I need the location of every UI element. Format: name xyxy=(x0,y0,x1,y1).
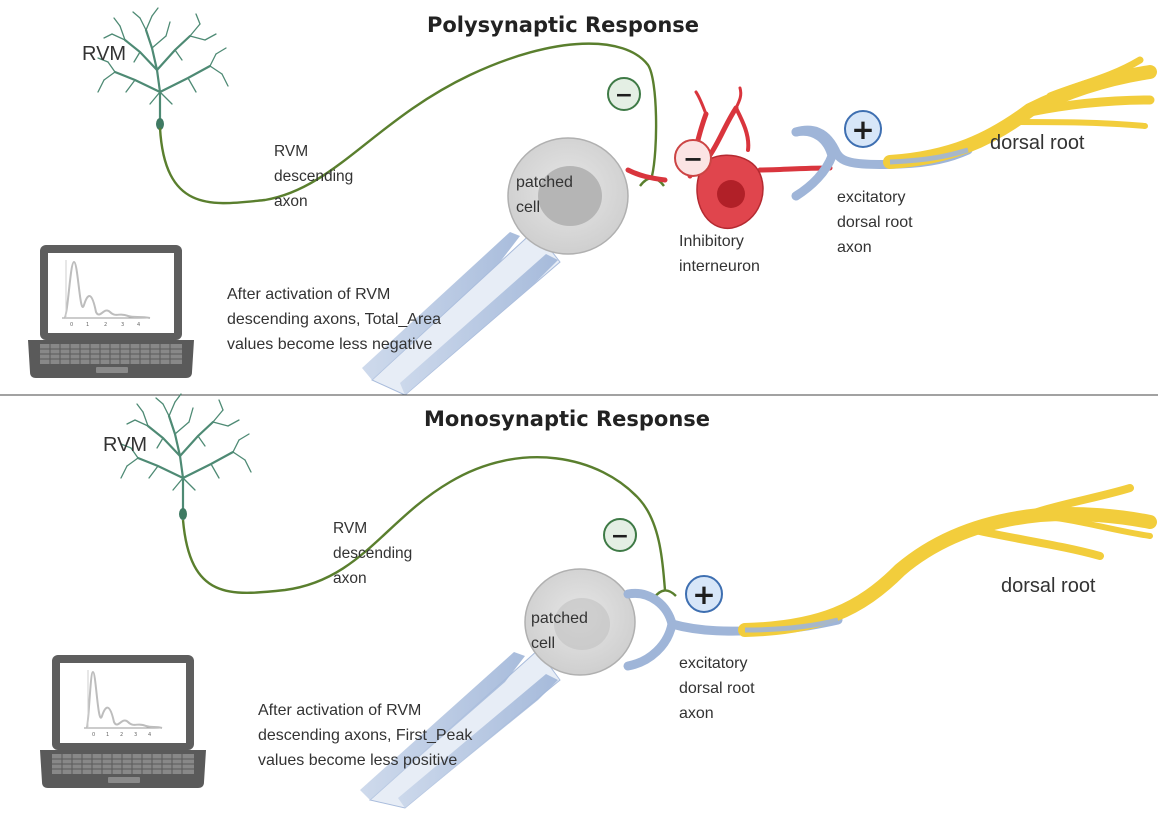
bottom-panel-title: Monosynaptic Response xyxy=(423,407,711,431)
note-line: values become less positive xyxy=(258,752,458,769)
excitatory-label-line: dorsal root xyxy=(837,214,913,231)
minus-sign-red-top-glyph: − xyxy=(683,145,703,173)
axon-label-line: descending xyxy=(274,168,354,185)
note-line: After activation of RVM xyxy=(258,702,422,719)
plus-sign-bottom xyxy=(685,575,723,613)
axon-label-line: axon xyxy=(333,570,367,587)
minus-sign-green-bottom xyxy=(603,518,637,552)
tick-label: 3 xyxy=(134,732,137,738)
minus-sign-green-top-glyph: − xyxy=(615,83,633,108)
rvm-descending-axon-top xyxy=(158,42,658,205)
laptop-axis-ticks-top: 0 1 2 3 4 xyxy=(70,322,140,328)
note-line: descending axons, First_Peak xyxy=(258,727,473,744)
tick-label: 3 xyxy=(121,322,124,328)
excitatory-axon-terminal-top xyxy=(791,126,837,201)
tick-label: 1 xyxy=(86,322,89,328)
plus-sign-top xyxy=(844,110,882,148)
pipette-top xyxy=(362,229,561,396)
note-line: values become less negative xyxy=(227,336,433,353)
excitatory-label-line: excitatory xyxy=(837,189,906,206)
laptop-axis-ticks-bottom: 0 1 2 3 4 xyxy=(92,732,151,738)
excitatory-label-line: dorsal root xyxy=(679,680,755,697)
minus-sign-green-top xyxy=(607,77,641,111)
axon-label-line: descending xyxy=(333,545,413,562)
note-line: After activation of RVM xyxy=(227,286,391,303)
excitatory-label-bottom: excitatory dorsal root axon xyxy=(679,651,755,726)
rvm-soma-bottom xyxy=(179,508,187,520)
minus-sign-red-top xyxy=(674,139,712,177)
tick-label: 2 xyxy=(120,732,123,738)
excitatory-label-line: excitatory xyxy=(679,655,748,672)
result-note-bottom: After activation of RVM descending axons… xyxy=(258,698,472,773)
axon-label-bottom: RVM descending axon xyxy=(333,516,412,591)
dorsal-root-label-top: dorsal root xyxy=(990,132,1085,154)
rvm-descending-axon-bottom xyxy=(181,456,667,594)
cell-label-line: cell xyxy=(516,199,541,216)
cell-label-line: patched xyxy=(531,610,588,627)
excitatory-label-line: axon xyxy=(679,705,714,722)
interneuron-label-line: interneuron xyxy=(679,258,760,275)
plus-sign-top-glyph: + xyxy=(851,113,874,146)
tick-label: 0 xyxy=(92,732,95,738)
rvm-neuron-bottom xyxy=(120,393,252,510)
laptop-icon-top xyxy=(28,245,194,378)
cell-label-top: patched cell xyxy=(516,170,573,220)
patched-cell-nucleus-top xyxy=(538,166,602,226)
top-panel: − − + 0 1 2 3 xyxy=(28,7,1157,396)
top-panel-title: Polysynaptic Response xyxy=(426,13,700,37)
minus-sign-green-bottom-glyph: − xyxy=(611,524,629,549)
dorsal-root-label-bottom: dorsal root xyxy=(1001,575,1096,597)
tick-label: 2 xyxy=(104,322,107,328)
plus-sign-bottom-glyph: + xyxy=(692,578,715,611)
tick-label: 1 xyxy=(106,732,109,738)
excitatory-label-line: axon xyxy=(837,239,872,256)
result-note-top: After activation of RVM descending axons… xyxy=(227,282,441,357)
rvm-label-top: RVM xyxy=(82,43,127,65)
rvm-neuron-top xyxy=(97,7,229,124)
interneuron-nucleus xyxy=(717,180,745,208)
tick-label: 4 xyxy=(148,732,151,738)
note-line: descending axons, Total_Area xyxy=(227,311,442,328)
axon-label-top: RVM descending axon xyxy=(274,139,353,214)
pipette-bottom xyxy=(360,649,561,809)
axon-label-line: axon xyxy=(274,193,308,210)
tick-label: 4 xyxy=(137,322,140,328)
bottom-panel: − + 0 1 2 3 4 xyxy=(40,393,1157,809)
cell-label-line: patched xyxy=(516,174,573,191)
cell-label-line: cell xyxy=(531,635,556,652)
rvm-label-bottom: RVM xyxy=(103,434,148,456)
laptop-icon-bottom xyxy=(40,655,206,788)
patched-cell-nucleus-bottom xyxy=(554,598,610,650)
axon-label-line: RVM xyxy=(333,520,368,537)
excitatory-label-top: excitatory dorsal root axon xyxy=(837,185,913,260)
tick-label: 0 xyxy=(70,322,73,328)
rvm-soma-top xyxy=(156,118,164,130)
dorsal-root-bottom xyxy=(738,484,1157,637)
interneuron-label-line: Inhibitory xyxy=(679,233,744,250)
cell-label-bottom: patched cell xyxy=(531,606,588,656)
axon-label-line: RVM xyxy=(274,143,309,160)
interneuron-label: Inhibitory interneuron xyxy=(679,229,760,279)
